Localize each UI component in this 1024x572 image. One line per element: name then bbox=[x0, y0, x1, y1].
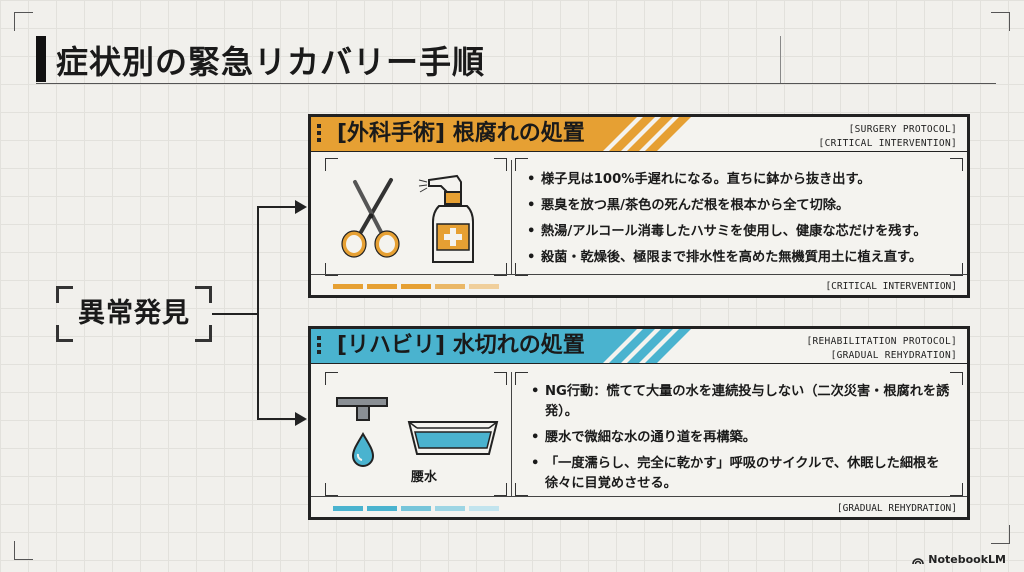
rehab-protocol-label: [REHABILITATION PROTOCOL] bbox=[806, 336, 957, 347]
list-item: 熱湯/アルコール消毒したハサミを使用し、健康な芯だけを残す。 bbox=[527, 222, 957, 242]
panel-corner bbox=[515, 263, 528, 276]
surgery-footer-line bbox=[311, 274, 967, 275]
rehab-card-header: [リハビリ] 水切れの処置 [REHABILITATION PROTOCOL] … bbox=[311, 329, 967, 363]
surgery-protocol-label: [SURGERY PROTOCOL] bbox=[848, 124, 957, 135]
panel-corner bbox=[494, 372, 507, 385]
rehab-card: [リハビリ] 水切れの処置 [REHABILITATION PROTOCOL] … bbox=[308, 326, 970, 520]
frame-corner-top-right bbox=[991, 12, 1010, 31]
rehab-body-bg: 腰水 NG行動：慌てて大量の水を連続投与しない（二次災害・根腐れを誘発）。 腰水… bbox=[311, 363, 967, 517]
connector-line bbox=[257, 206, 259, 420]
progress-segment bbox=[333, 506, 363, 511]
list-item: 「一度濡らし、完全に乾かす」呼吸のサイクルで、休眠した細根を徐々に目覚めさせる。 bbox=[531, 454, 951, 494]
connector-line bbox=[257, 206, 297, 208]
rehab-footer-tag: [GRADUAL REHYDRATION] bbox=[836, 503, 957, 514]
panel-corner bbox=[950, 263, 963, 276]
header-dots bbox=[317, 124, 321, 145]
surgery-card-title: [外科手術] 根腐れの処置 bbox=[337, 121, 585, 146]
brand-label: NotebookLM bbox=[928, 553, 1006, 566]
surgery-image-panel bbox=[325, 158, 507, 276]
node-bracket bbox=[195, 325, 212, 342]
progress-segment bbox=[367, 284, 397, 289]
scissors-icon bbox=[341, 178, 400, 258]
surgery-body-bg: 様子見は100%手遅れになる。直ちに鉢から抜き出す。 悪臭を放つ黒/茶色の死んだ… bbox=[311, 151, 967, 295]
faucet-drop-icon bbox=[336, 397, 388, 467]
rehab-panel-divider bbox=[511, 372, 512, 496]
rehab-protocol-sublabel: [GRADUAL REHYDRATION] bbox=[830, 350, 957, 361]
surgery-points: 様子見は100%手遅れになる。直ちに鉢から抜き出す。 悪臭を放つ黒/茶色の死んだ… bbox=[527, 170, 957, 274]
progress-segment bbox=[401, 506, 431, 511]
rehab-footer-line bbox=[311, 496, 967, 497]
node-bracket bbox=[195, 286, 212, 303]
rehab-image-panel: 腰水 bbox=[325, 372, 507, 496]
list-item: 腰水で微細な水の通り道を再構築。 bbox=[531, 428, 951, 448]
connector-line bbox=[212, 313, 258, 315]
title-divider bbox=[780, 36, 781, 83]
node-bracket bbox=[56, 286, 73, 303]
notebook-logo-icon bbox=[912, 557, 925, 564]
surgery-panel-divider bbox=[511, 160, 512, 274]
water-tray-icon bbox=[407, 421, 499, 455]
progress-segment bbox=[333, 284, 363, 289]
header-dots bbox=[317, 336, 321, 357]
discovery-node: 異常発見 bbox=[56, 286, 212, 342]
panel-corner bbox=[950, 483, 963, 496]
rehab-card-body: 腰水 NG行動：慌てて大量の水を連続投与しない（二次災害・根腐れを誘発）。 腰水… bbox=[311, 363, 967, 517]
list-item: 殺菌・乾燥後、極限まで排水性を高めた無機質用土に植え直す。 bbox=[527, 248, 957, 268]
panel-corner bbox=[494, 158, 507, 171]
panel-corner bbox=[950, 372, 963, 385]
connector-line bbox=[257, 418, 297, 420]
progress-segment bbox=[435, 284, 465, 289]
list-item: 悪臭を放つ黒/茶色の死んだ根を根本から全て切除。 bbox=[527, 196, 957, 216]
surgery-card-body: 様子見は100%手遅れになる。直ちに鉢から抜き出す。 悪臭を放つ黒/茶色の死んだ… bbox=[311, 151, 967, 295]
list-item: NG行動：慌てて大量の水を連続投与しない（二次災害・根腐れを誘発）。 bbox=[531, 382, 951, 422]
list-item: 様子見は100%手遅れになる。直ちに鉢から抜き出す。 bbox=[527, 170, 957, 190]
panel-corner bbox=[325, 263, 338, 276]
surgery-text-panel: 様子見は100%手遅れになる。直ちに鉢から抜き出す。 悪臭を放つ黒/茶色の死んだ… bbox=[515, 158, 963, 276]
progress-segment bbox=[469, 284, 499, 289]
panel-corner bbox=[494, 263, 507, 276]
page-title: 症状別の緊急リカバリー手順 bbox=[56, 43, 486, 81]
node-bracket bbox=[56, 325, 73, 342]
surgery-progress bbox=[333, 284, 499, 289]
title-bar: 症状別の緊急リカバリー手順 bbox=[36, 36, 514, 82]
header-stripes bbox=[603, 117, 967, 151]
rehab-card-title: [リハビリ] 水切れの処置 bbox=[337, 333, 585, 358]
panel-corner bbox=[950, 158, 963, 171]
spray-bottle-icon bbox=[418, 174, 474, 263]
panel-corner bbox=[515, 483, 528, 496]
header-stripes bbox=[603, 329, 967, 363]
node-label: 異常発見 bbox=[78, 298, 190, 329]
rehab-text-panel: NG行動：慌てて大量の水を連続投与しない（二次災害・根腐れを誘発）。 腰水で微細… bbox=[515, 372, 963, 496]
frame-corner-top-left bbox=[14, 12, 33, 31]
progress-segment bbox=[435, 506, 465, 511]
surgery-card-header: [外科手術] 根腐れの処置 [SURGERY PROTOCOL] [CRITIC… bbox=[311, 117, 967, 151]
panel-corner bbox=[494, 483, 507, 496]
panel-corner bbox=[515, 372, 528, 385]
frame-corner-bottom-left bbox=[14, 541, 33, 560]
progress-segment bbox=[367, 506, 397, 511]
arrow-head bbox=[295, 412, 307, 426]
panel-corner bbox=[325, 372, 338, 385]
frame-corner-bottom-right bbox=[991, 525, 1010, 544]
panel-corner bbox=[325, 158, 338, 171]
brand-watermark: NotebookLM bbox=[912, 553, 1006, 566]
arrow-head bbox=[295, 200, 307, 214]
panel-corner bbox=[325, 483, 338, 496]
progress-segment bbox=[401, 284, 431, 289]
surgery-protocol-sublabel: [CRITICAL INTERVENTION] bbox=[818, 138, 957, 149]
title-accent-bar bbox=[36, 36, 46, 82]
image-caption: 腰水 bbox=[411, 470, 438, 485]
surgery-card: [外科手術] 根腐れの処置 [SURGERY PROTOCOL] [CRITIC… bbox=[308, 114, 970, 298]
title-underline bbox=[36, 83, 996, 84]
panel-corner bbox=[515, 158, 528, 171]
progress-segment bbox=[469, 506, 499, 511]
rehab-points: NG行動：慌てて大量の水を連続投与しない（二次災害・根腐れを誘発）。 腰水で微細… bbox=[531, 382, 951, 500]
rehab-progress bbox=[333, 506, 499, 511]
surgery-footer-tag: [CRITICAL INTERVENTION] bbox=[825, 281, 957, 292]
